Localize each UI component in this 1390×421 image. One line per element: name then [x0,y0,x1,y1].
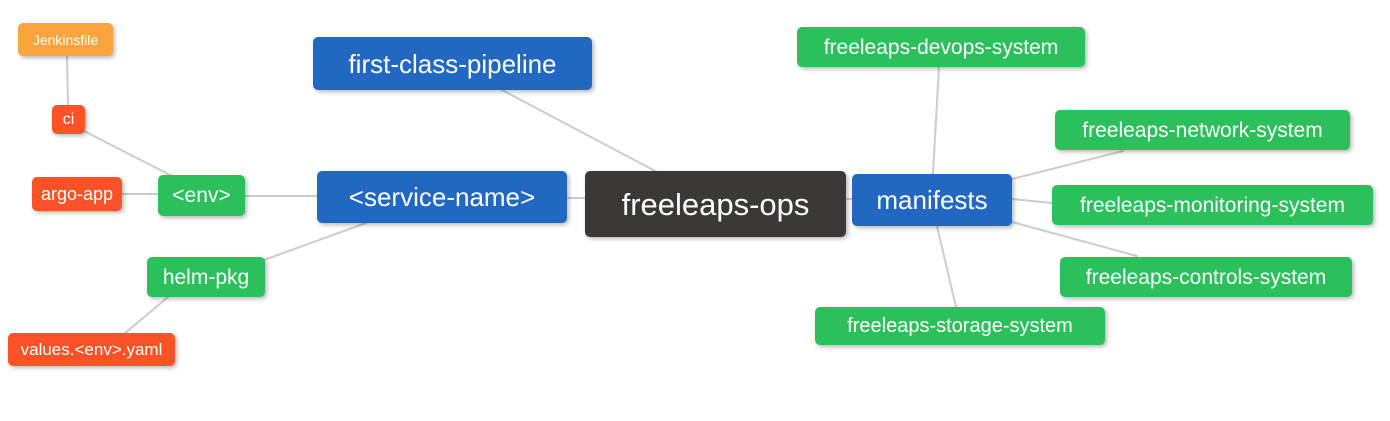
node-freeleaps-controls-system[interactable]: freeleaps-controls-system [1060,257,1352,297]
edge-first-class-pipeline-to-freeleaps-ops [501,89,658,173]
edge-manifests-to-freeleaps-controls-system [1011,221,1138,257]
node-freeleaps-devops-system[interactable]: freeleaps-devops-system [797,27,1085,67]
node-argo-app[interactable]: argo-app [32,177,122,211]
edge-helm-pkg-to-values-env-yaml [123,296,169,335]
node-freeleaps-storage-system[interactable]: freeleaps-storage-system [815,307,1105,345]
edge-manifests-to-freeleaps-devops-system [932,66,940,175]
node-manifests[interactable]: manifests [852,174,1012,226]
node-first-class-pipeline[interactable]: first-class-pipeline [313,37,592,90]
edge-manifests-to-freeleaps-network-system [1011,150,1124,180]
edge-manifests-to-freeleaps-storage-system [936,225,957,308]
node-ci[interactable]: ci [52,105,85,134]
edge-manifests-to-freeleaps-monitoring-system [1011,198,1053,204]
edge-helm-pkg-to-service-name [263,222,367,261]
node-service-name[interactable]: <service-name> [317,171,567,223]
node-jenkinsfile[interactable]: Jenkinsfile [18,23,113,56]
edge-ci-to-env [83,130,173,177]
edge-jenkinsfile-to-ci [66,55,69,106]
node-freeleaps-network-system[interactable]: freeleaps-network-system [1055,110,1350,150]
node-values-env-yaml[interactable]: values.<env>.yaml [8,333,175,366]
node-env[interactable]: <env> [158,175,245,216]
node-freeleaps-monitoring-system[interactable]: freeleaps-monitoring-system [1052,185,1373,225]
node-freeleaps-ops[interactable]: freeleaps-ops [585,171,846,237]
node-helm-pkg[interactable]: helm-pkg [147,257,265,297]
